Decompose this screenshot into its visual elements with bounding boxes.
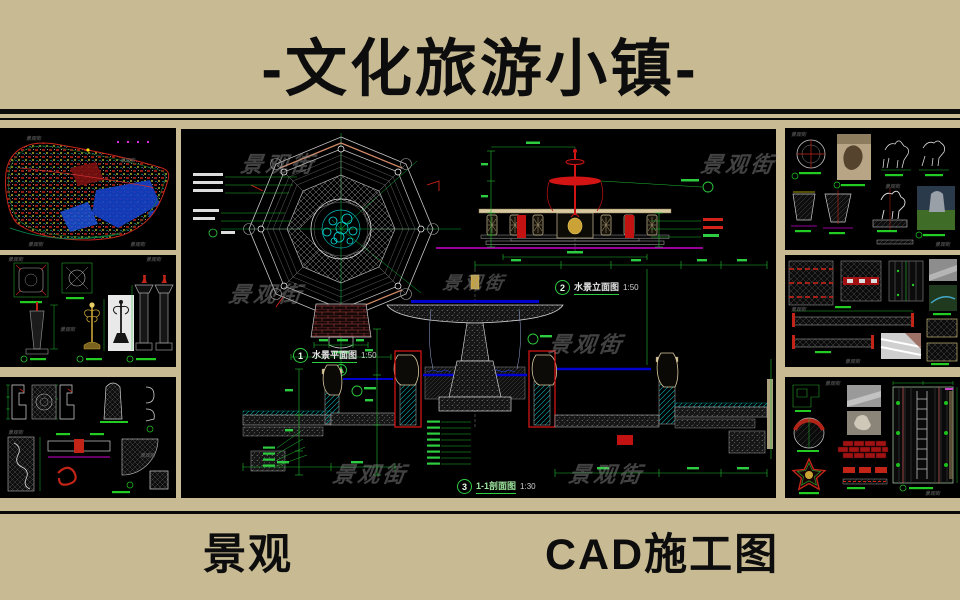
watermark-text: 景观街: [59, 326, 76, 333]
fountain-cad-drawing: [181, 129, 776, 498]
caption-elevation: 2 水景立面图 1:50: [555, 280, 639, 295]
elevation-view-group: [436, 141, 723, 260]
caption-section-scale: 1:30: [520, 482, 536, 491]
caption-plan-scale: 1:50: [361, 351, 377, 360]
bottom-rule: [0, 511, 960, 514]
thumbnail-ornament-details: 景观街 景观街: [0, 377, 176, 498]
sculpture-details-drawing: 景观街 景观街 景观街: [785, 128, 960, 250]
watermark-text: 景观街: [790, 306, 807, 313]
caption-section-title: 1-1剖面图: [476, 479, 517, 494]
watermark-text: 景观街: [119, 157, 136, 164]
watermark-text: 景观街: [129, 241, 146, 248]
caption-elevation-number: 2: [555, 280, 570, 295]
plaza-paving-drawing: 景观街 景观街: [785, 377, 960, 498]
watermark-text: 景观街: [7, 256, 24, 263]
top-thick-rule: [0, 109, 960, 114]
caption-plan-title: 水景平面图: [312, 348, 358, 363]
watermark-text: 景观街: [884, 183, 901, 190]
thumbnail-site-plan: 景观街 景观街 景观街 景观街: [0, 128, 176, 250]
footer-right-label: CAD施工图: [545, 531, 780, 579]
watermark-text: 景观街: [924, 490, 941, 497]
thumbnail-lamp-details: 景观街 景观街 景观街: [0, 255, 176, 367]
footer-left-label: 景观: [203, 531, 293, 579]
caption-plan-number: 1: [293, 348, 308, 363]
site-plan-drawing: 景观街 景观街 景观街 景观街: [0, 128, 176, 250]
ornament-details-drawing: 景观街 景观街: [0, 377, 176, 498]
thumbnail-plaza-paving: 景观街 景观街: [785, 377, 960, 498]
watermark-text: 景观街: [790, 131, 807, 138]
page-title: -文化旅游小镇-: [261, 35, 699, 104]
watermark-text: 景观街: [145, 256, 162, 263]
caption-section-number: 3: [457, 479, 472, 494]
caption-elevation-scale: 1:50: [623, 283, 639, 292]
watermark-text: 景观街: [7, 429, 24, 436]
paving-details-drawing: 景观街 景观街: [785, 255, 960, 367]
caption-plan: 1 水景平面图 1:50: [293, 348, 377, 363]
thumbnail-paving-details: 景观街 景观街: [785, 255, 960, 367]
plan-view-group: [193, 133, 461, 376]
watermark-text: 景观街: [844, 358, 861, 365]
section-view-group: [242, 259, 773, 477]
watermark-text: 景观街: [824, 380, 841, 387]
top-thin-rule: [0, 118, 960, 120]
caption-elevation-title: 水景立面图: [574, 280, 620, 295]
watermark-text: 景观街: [25, 135, 42, 142]
watermark-text: 景观街: [139, 452, 156, 459]
caption-section: 3 1-1剖面图 1:30: [457, 479, 536, 494]
main-fountain-sheet: 1 水景平面图 1:50 2 水景立面图 1:50 3 1-1剖面图 1:30 …: [181, 129, 778, 498]
lamp-details-drawing: 景观街 景观街 景观街: [0, 255, 176, 367]
watermark-text: 景观街: [934, 241, 951, 248]
thumbnail-sculpture-details: 景观街 景观街 景观街: [785, 128, 960, 250]
watermark-text: 景观街: [27, 241, 44, 248]
